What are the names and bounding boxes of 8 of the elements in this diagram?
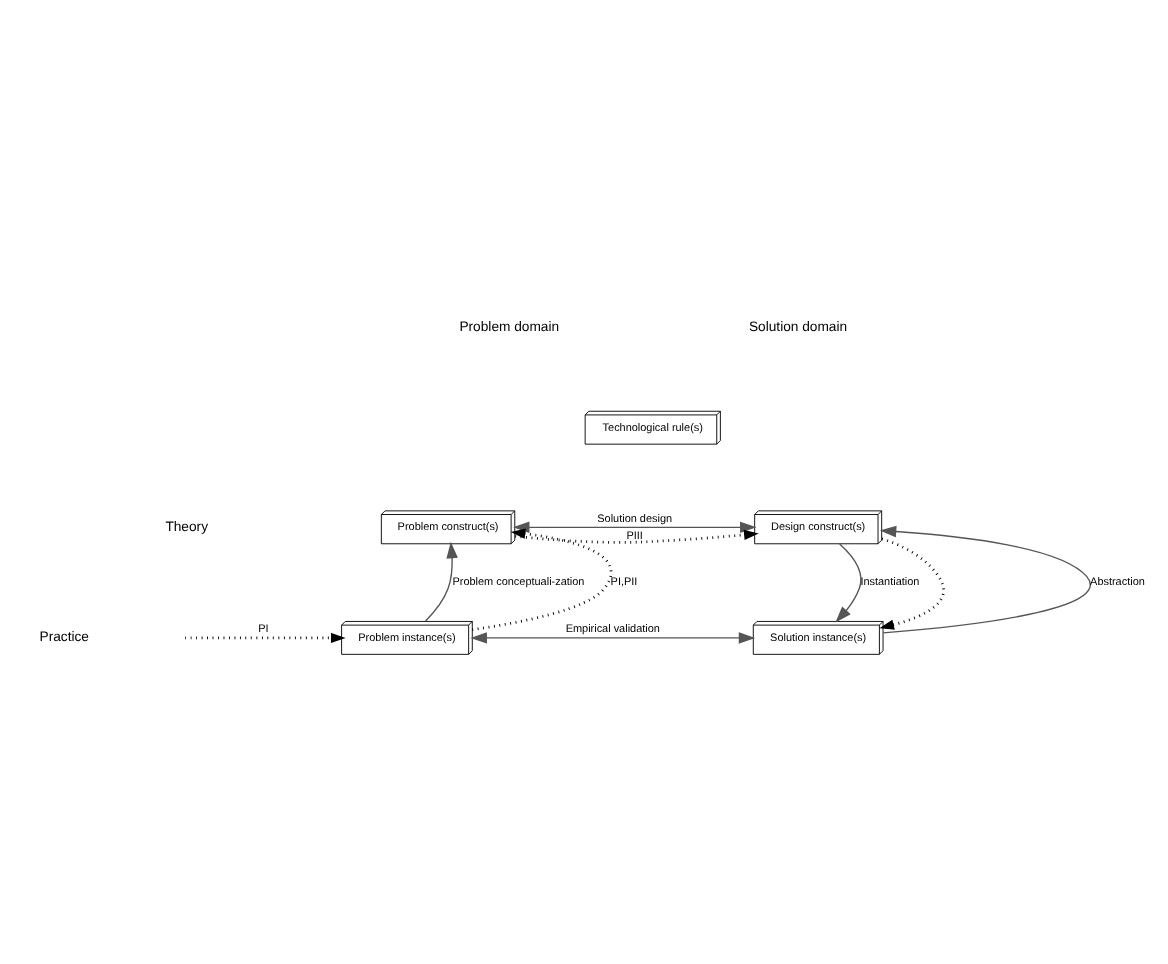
arrow (470, 631, 756, 643)
arrow (472, 527, 613, 630)
arrow (185, 631, 346, 642)
arrow (424, 540, 458, 621)
arrow (879, 524, 1091, 633)
arrow (835, 542, 862, 622)
arrow (515, 528, 759, 543)
arrow (879, 536, 945, 629)
